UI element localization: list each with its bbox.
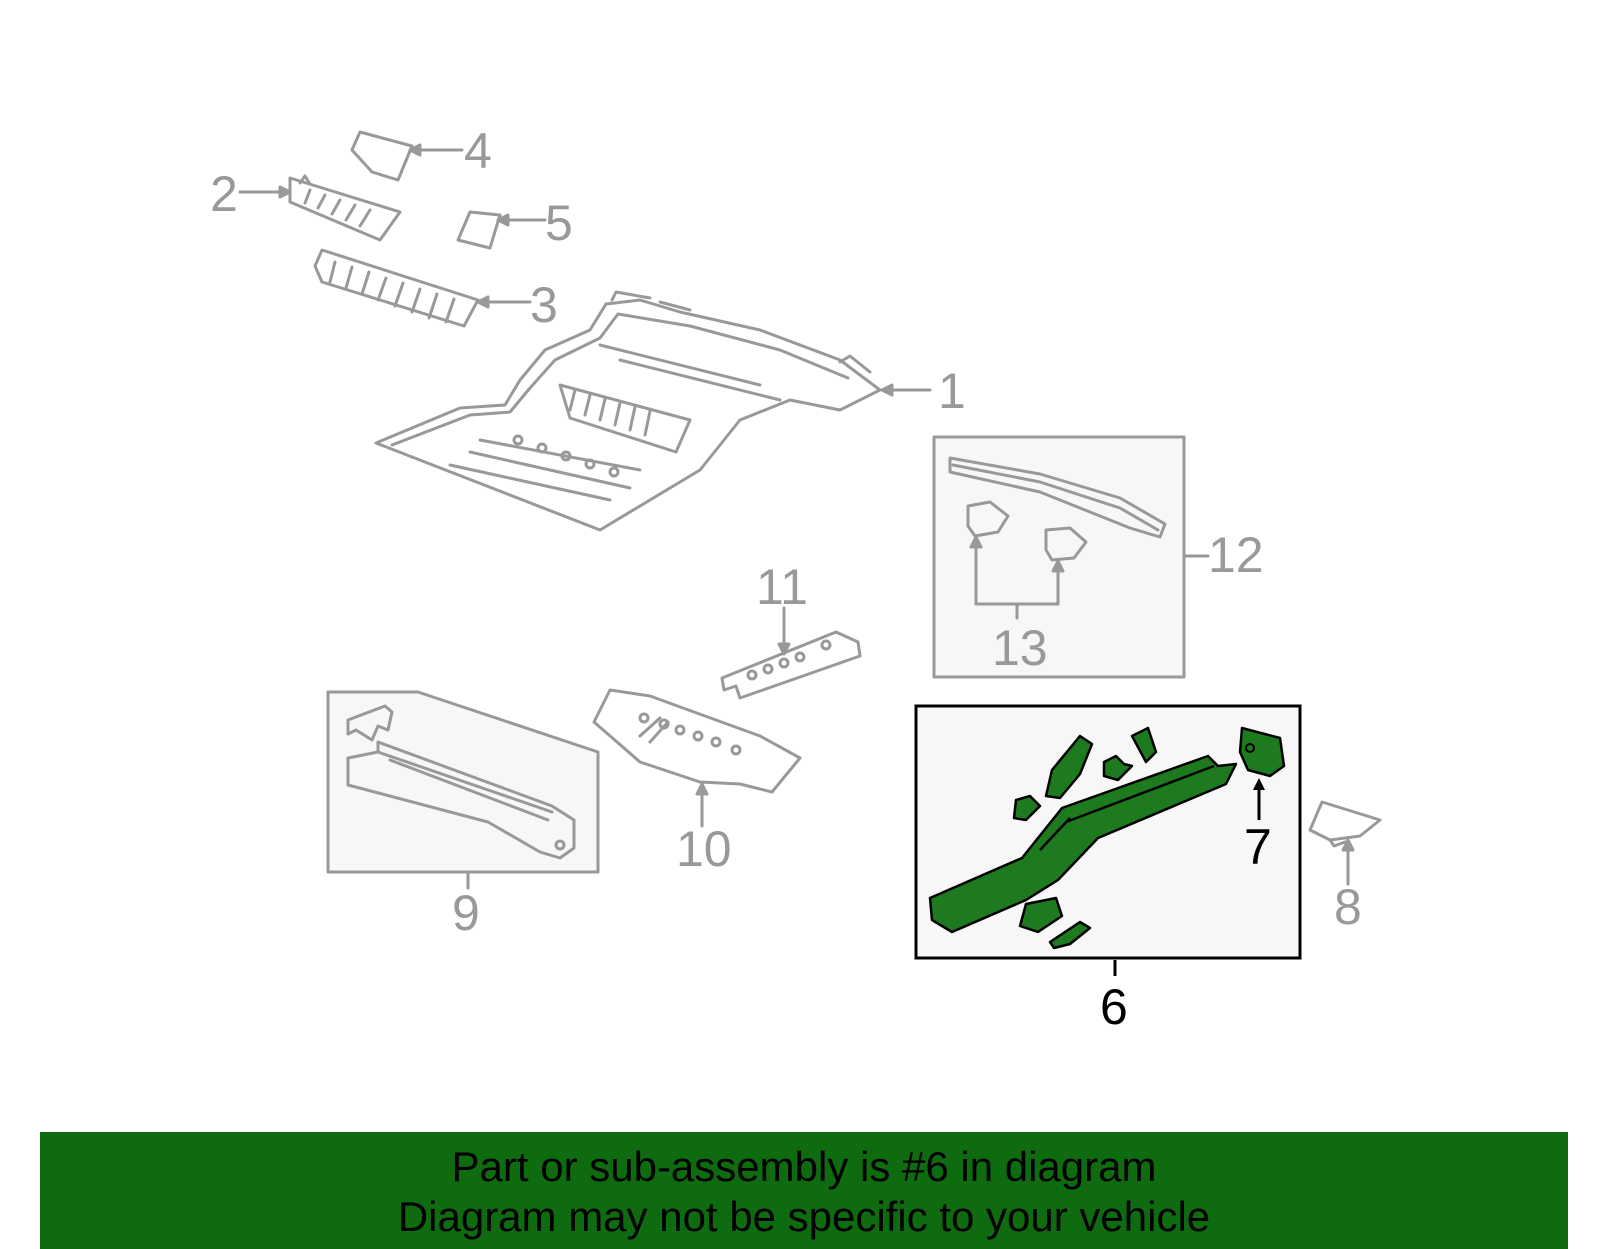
part-1-floor-pan <box>374 290 932 532</box>
banner-line-1: Part or sub-assembly is #6 in diagram <box>451 1143 1157 1190</box>
callout-3: 3 <box>530 277 558 333</box>
callout-5: 5 <box>545 195 573 251</box>
callout-4: 4 <box>464 123 492 179</box>
callout-6: 6 <box>1100 979 1128 1035</box>
box-part-6-highlighted <box>914 704 1302 976</box>
part-11-bracket <box>720 606 862 700</box>
info-banner: Part or sub-assembly is #6 in diagram Di… <box>40 1132 1568 1249</box>
callout-13: 13 <box>992 620 1048 676</box>
callout-12: 12 <box>1208 527 1264 583</box>
callout-9: 9 <box>452 885 480 941</box>
callout-1: 1 <box>938 363 966 419</box>
banner-line-2: Diagram may not be specific to your vehi… <box>397 1193 1211 1240</box>
part-5-bracket <box>456 210 547 250</box>
part-4-bracket <box>350 130 464 182</box>
callout-7: 7 <box>1244 819 1272 875</box>
box-part-9 <box>326 690 600 890</box>
part-3-crossmember <box>313 248 532 328</box>
part-8-bracket <box>1308 800 1382 886</box>
part-2-panel <box>238 174 402 242</box>
part-10-crossmember <box>592 688 802 828</box>
callout-8: 8 <box>1334 879 1362 935</box>
callout-10: 10 <box>676 821 732 877</box>
callout-11: 11 <box>756 559 808 615</box>
callout-2: 2 <box>210 166 238 222</box>
box-part-12 <box>932 435 1210 679</box>
